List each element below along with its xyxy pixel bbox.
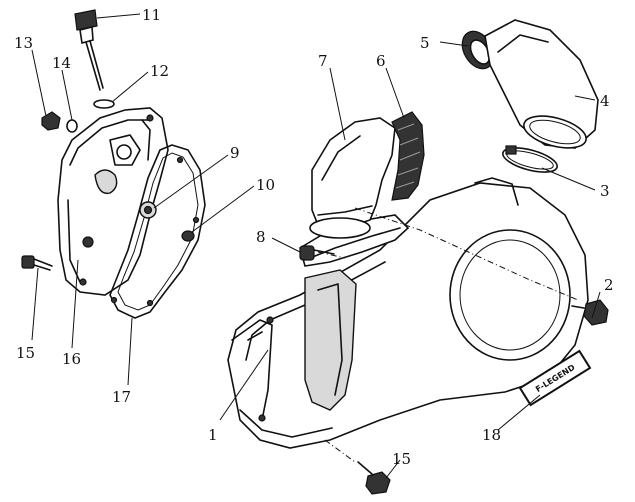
callout-9: 9	[230, 144, 240, 162]
callout-5: 5	[420, 34, 430, 52]
callout-17: 17	[112, 388, 131, 406]
callout-13: 13	[14, 34, 33, 52]
part-7-elbow-duct	[309, 117, 396, 239]
part-17-cover-gasket	[109, 144, 206, 319]
part-15-bolt-bottom	[357, 461, 391, 495]
leader-lines	[31, 13, 601, 479]
part-8-bolt	[299, 245, 335, 261]
callout-11: 11	[142, 6, 161, 24]
part-6-filter-element	[391, 111, 425, 201]
part-13-bolt	[41, 111, 61, 131]
part-10-plug	[181, 230, 195, 242]
callout-1: 1	[208, 426, 218, 444]
part-16-small-cover	[57, 107, 169, 296]
part-2-bolt	[571, 299, 609, 326]
callout-14: 14	[52, 54, 71, 72]
part-11-dipstick	[74, 9, 104, 91]
part-14-washer	[66, 119, 78, 133]
callout-3: 3	[600, 182, 610, 200]
callout-15-left: 15	[16, 344, 35, 362]
part-15-bolt-left	[21, 255, 53, 271]
part-1-crankcase-cover	[227, 177, 589, 449]
callout-8: 8	[256, 228, 266, 246]
part-9-plug	[139, 201, 157, 219]
callout-12: 12	[150, 62, 169, 80]
part-3-hose-clamp	[502, 145, 558, 173]
callout-4: 4	[600, 92, 610, 110]
callout-10: 10	[256, 176, 275, 194]
callout-2: 2	[604, 276, 614, 294]
part-12-o-ring	[93, 99, 115, 109]
part-4-intake-elbow	[484, 19, 599, 149]
callout-15-bottom: 15	[392, 450, 411, 468]
callout-16: 16	[62, 350, 81, 368]
callout-6: 6	[376, 52, 386, 70]
center-lines	[317, 207, 579, 463]
callout-7: 7	[318, 52, 328, 70]
callout-labels: 11 12 13 14 9 10 15 16 17 1 7 6 5 4 3 2 …	[14, 6, 614, 468]
callout-18: 18	[482, 426, 501, 444]
